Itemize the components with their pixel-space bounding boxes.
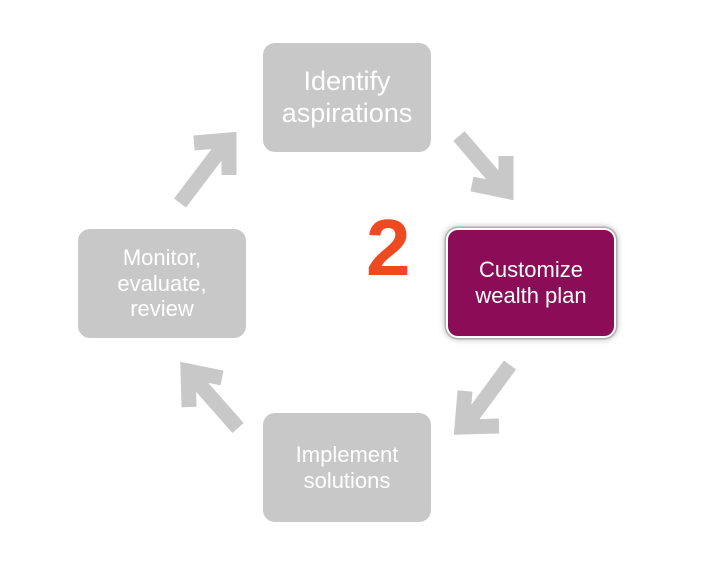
step-implement-label: Implement solutions [295,441,399,493]
step-customize-label: Customize wealth plan [475,257,587,308]
active-step-number: 2 [366,203,411,292]
arrow-implement-to-monitor [180,361,244,433]
step-monitor-label: Monitor, evaluate, review [117,244,207,322]
step-identify-label: Identify aspirations [281,65,413,128]
step-monitor-evaluate-review: Monitor, evaluate, review [78,229,246,338]
step-identify-aspirations: Identify aspirations [263,43,431,152]
step-implement-solutions: Implement solutions [263,413,431,522]
step-customize-wealth-plan: Customize wealth plan [446,228,616,338]
arrow-customize-to-implement [453,360,517,435]
arrow-identify-to-customize [453,131,514,201]
arrow-monitor-to-identify [174,131,237,208]
